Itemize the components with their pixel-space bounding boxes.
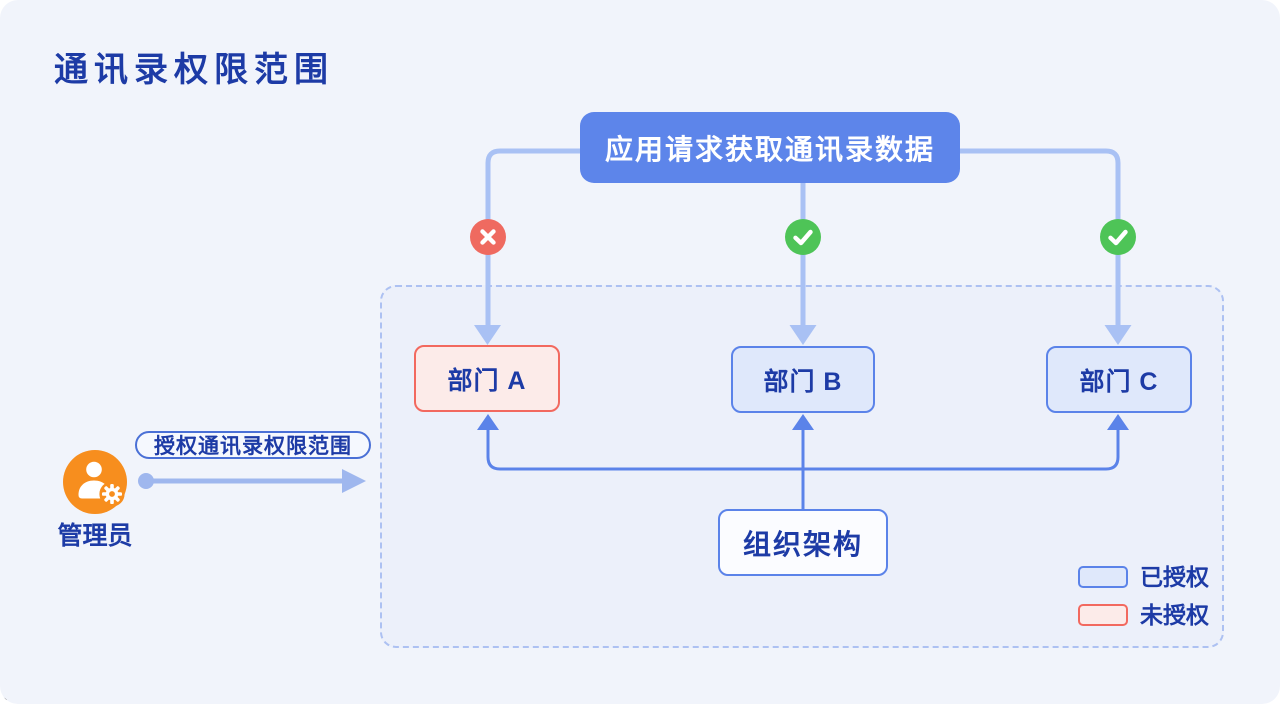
user-gear-icon (63, 450, 127, 514)
authorized-swatch (1078, 566, 1128, 588)
connector-app-to-dept-c (960, 148, 1121, 326)
organization-box: 组织架构 (718, 509, 888, 576)
admin-arrow (138, 469, 366, 493)
arrowhead-down-dept-b (789, 325, 817, 345)
check-circle-icon (1100, 219, 1136, 255)
page-title: 通讯录权限范围 (54, 51, 334, 89)
dept-a-box: 部门 A (414, 345, 560, 412)
x-circle-icon (470, 219, 506, 255)
dept-c-box: 部门 C (1046, 346, 1192, 413)
arrowhead-down-dept-c (1104, 325, 1132, 345)
app-request-box: 应用请求获取通讯录数据 (580, 112, 960, 183)
arrowhead-down-dept-a (474, 325, 501, 345)
admin-arrowhead-right (342, 469, 366, 493)
unauthorized-swatch (1078, 604, 1128, 626)
admin-label: 管理员 (57, 522, 133, 550)
legend-label-unauthorized: 未授权 (1140, 602, 1209, 628)
authorize-scope-pill: 授权通讯录权限范围 (135, 431, 371, 459)
legend-row-authorized: 已授权 (1078, 565, 1209, 589)
arrowhead-up-dept-a (477, 414, 499, 430)
legend-label-authorized: 已授权 (1140, 564, 1209, 590)
mouse-cursor (0, 694, 7, 704)
check-circle-icon (785, 219, 821, 255)
legend: 已授权 未授权 (1078, 565, 1209, 627)
arrowhead-up-dept-b (792, 414, 814, 430)
legend-row-unauthorized: 未授权 (1078, 603, 1209, 627)
arrowhead-up-dept-c (1107, 414, 1129, 430)
connector-app-to-dept-a (485, 148, 580, 326)
dept-b-box: 部门 B (731, 346, 875, 413)
